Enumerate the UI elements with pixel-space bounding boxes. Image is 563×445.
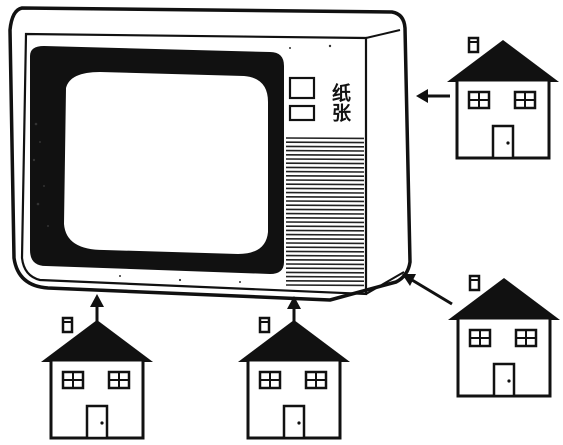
arrow-bottom-center-house	[287, 296, 301, 330]
television: 纸张	[8, 6, 412, 302]
tv-control-panel: 纸张	[288, 76, 351, 123]
arrow-bottom-left-house	[90, 294, 104, 330]
house-lower-right	[446, 274, 562, 398]
tv-texture	[32, 44, 332, 283]
tv-speaker-grille	[285, 137, 365, 287]
arrow-right-house	[416, 89, 450, 103]
house-bottom-left	[39, 316, 155, 440]
house-right	[445, 36, 561, 160]
house-bottom-center	[236, 316, 352, 440]
tv-panel-label: 纸张	[329, 82, 351, 123]
arrow-lower-right-house	[402, 274, 453, 306]
tv-screen	[64, 72, 268, 254]
